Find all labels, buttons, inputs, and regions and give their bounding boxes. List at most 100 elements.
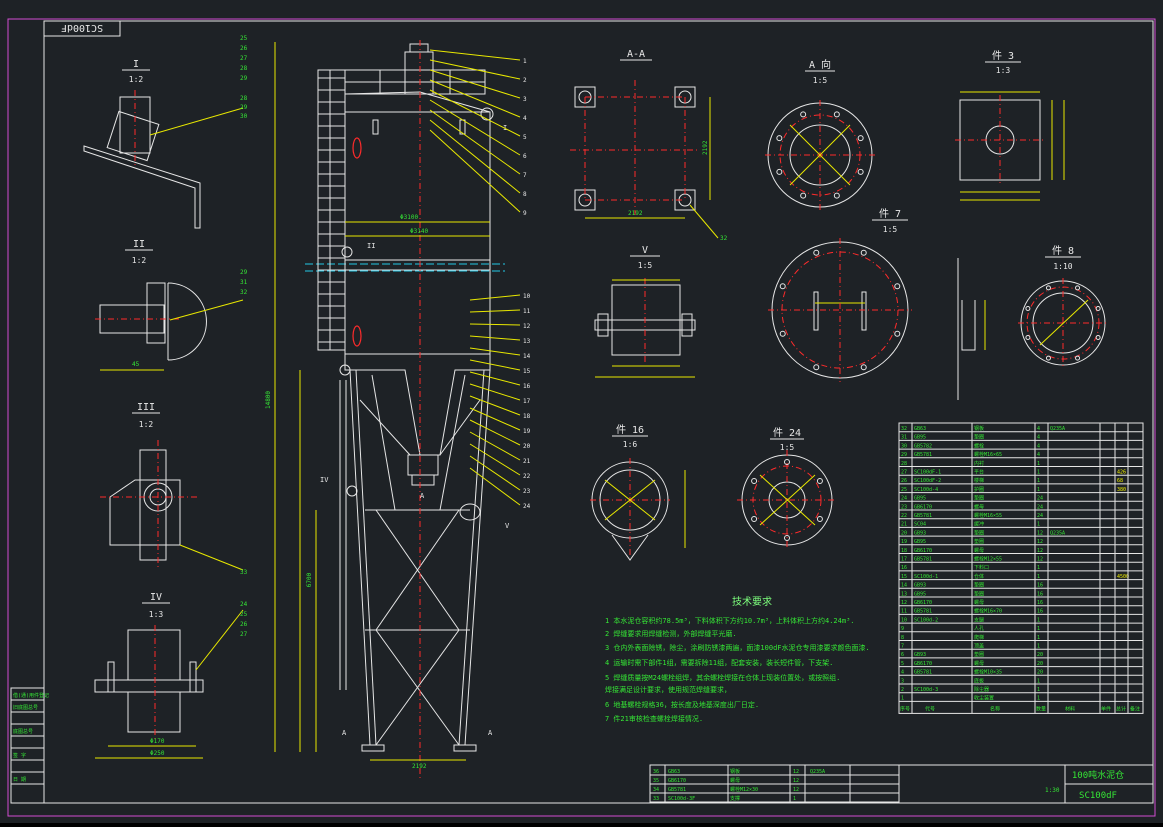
bom-cell-no: 1 (901, 696, 904, 702)
bom-cell-code: GB95 (914, 539, 926, 545)
title-row-qty: 12 (793, 787, 799, 793)
part-24-scale: 1:5 (780, 443, 795, 452)
bom-cell-name: 除尘器 (974, 686, 989, 693)
balloon-leader (429, 89, 521, 137)
bom-cell-qty: 20 (1037, 652, 1043, 658)
svg-text:45: 45 (132, 361, 140, 368)
bom-cell-qty: 16 (1037, 583, 1043, 589)
bom-cell-name: 平台 (974, 469, 984, 476)
title-row-mat: Q235A (810, 769, 825, 775)
part-8-hole (1045, 355, 1051, 361)
balloon-leader (429, 99, 521, 156)
bom-cell-no: 23 (901, 504, 907, 510)
aa-dim-w: 2192 (628, 210, 643, 217)
title-row-code: SC100d-3F (668, 796, 695, 802)
aa-dim-h: 2192 (702, 140, 709, 155)
marker-5: V (505, 522, 510, 530)
balloon-leader (469, 455, 521, 491)
balloon-leader (469, 335, 521, 341)
balloon-leader (469, 347, 521, 356)
part-24-view: 件 24 1:5 (737, 427, 837, 550)
bom-cell-qty: 1 (1037, 461, 1040, 467)
balloon-leader (429, 49, 521, 61)
balloon-leader (429, 129, 521, 213)
bom-header: 单件 (1101, 705, 1111, 712)
balloon-label: 2 (523, 77, 527, 84)
part-7-hole (894, 330, 901, 337)
bom-cell-name: 螺栓M16×65 (974, 451, 1002, 458)
svg-text:27: 27 (240, 631, 248, 638)
bom-cell-code: GB5781 (914, 557, 932, 563)
bom-cell-name: 螺栓M16×55 (974, 512, 1002, 519)
bom-cell-no: 11 (901, 609, 907, 615)
detail-2-title: II (133, 239, 145, 250)
detail-4-scale: 1:3 (149, 610, 164, 619)
part-8-hole (1045, 285, 1051, 291)
view-a-hole (800, 192, 807, 199)
balloon-label: 18 (523, 413, 531, 420)
title-row-name: 螺栓M12×30 (730, 786, 758, 793)
bom-cell-name: 螺栓M16×70 (974, 608, 1002, 615)
balloon-label: 12 (523, 323, 531, 330)
bom-cell-qty: 12 (1037, 557, 1043, 563)
bom-cell-name: 顶盖 (974, 643, 984, 650)
balloon-label: 25 (240, 35, 248, 42)
main-silo-view: 14800 6700 Φ3100 Φ3140 2192 II IV V I A … (265, 40, 510, 780)
part-7-hole (894, 283, 901, 290)
tech-line-4: 4 运输时需下部件1组，需要拆除11组，配套安装，装长短件管，下支架. (605, 658, 833, 667)
svg-text:32: 32 (720, 235, 728, 242)
tech-requirements: 技术要求 1 本水泥仓容积约78.5m³，下料体积下方约10.7m³，上料体积上… (605, 595, 870, 723)
bom-cell-qty: 1 (1037, 487, 1040, 493)
bom-cell-no: 19 (901, 539, 907, 545)
title-row-code: GB63 (668, 769, 680, 775)
view-v-scale: 1:5 (638, 261, 653, 270)
bom-cell-name: 螺母 (974, 547, 984, 554)
part-8-hole (1075, 355, 1081, 361)
svg-text:24: 24 (240, 601, 248, 608)
balloon-leader (469, 395, 521, 416)
bom-cell-no: 10 (901, 617, 907, 623)
bom-cell-name: 支腿 (974, 616, 984, 623)
part-8-hole (1025, 335, 1031, 341)
bom-cell-no: 28 (901, 461, 907, 467)
bom-cell-no: 24 (901, 496, 907, 502)
section-aa-title: A-A (627, 49, 645, 60)
bom-cell-weight: 426 (1117, 470, 1126, 476)
bom-cell-qty: 16 (1037, 600, 1043, 606)
bom-cell-no: 27 (901, 470, 907, 476)
tech-line-5: 5 焊缝质量按M24螺栓组焊，其余螺栓焊接在仓体上现装位置处，或按照组. (605, 673, 840, 682)
bom-cell-qty: 1 (1037, 687, 1040, 693)
balloon-label: 3 (523, 96, 527, 103)
section-aa-view: A-A 2192 2192 32 (570, 49, 728, 242)
bom-cell-code: GB63 (914, 426, 926, 432)
svg-text:Φ250: Φ250 (150, 750, 165, 757)
part-8-scale: 1:10 (1053, 262, 1072, 271)
side-block-5: 签 字 (13, 752, 26, 759)
title-row-name: 螺母 (730, 777, 740, 784)
balloon-label: 10 (523, 293, 531, 300)
svg-text:32: 32 (240, 289, 248, 296)
side-block-1: 旧底图总号 (13, 704, 38, 711)
detail-2: II 1:2 45 29 31 32 (95, 239, 248, 371)
bom-cell-code: GB5781 (914, 452, 932, 458)
balloon-leader (469, 359, 521, 371)
part-7-title: 件 7 (879, 208, 901, 220)
title-row-no: 35 (653, 778, 659, 784)
part-24-hole (816, 478, 823, 484)
tech-line-1: 1 本水泥仓容积约78.5m³，下料体积下方约10.7m³，上料体积上方约4.2… (605, 616, 855, 625)
bom-cell-no: 8 (901, 635, 904, 641)
balloon-leader (469, 431, 521, 461)
title-row-name: 支撑 (730, 795, 740, 802)
svg-text:30: 30 (240, 113, 248, 120)
dim-total-height: 14800 (265, 391, 272, 409)
bom-cell-no: 31 (901, 435, 907, 441)
balloon-label: 26 (240, 45, 248, 52)
bom-cell-qty: 4 (1037, 452, 1040, 458)
part-24-hole (784, 459, 790, 465)
side-block-7: 日 期 (13, 777, 26, 783)
svg-text:29: 29 (240, 104, 248, 111)
part-8-hole (1075, 285, 1081, 291)
balloon-label: 1 (523, 58, 527, 65)
bom-cell-qty: 24 (1037, 496, 1043, 502)
part-24-hole (784, 535, 790, 541)
